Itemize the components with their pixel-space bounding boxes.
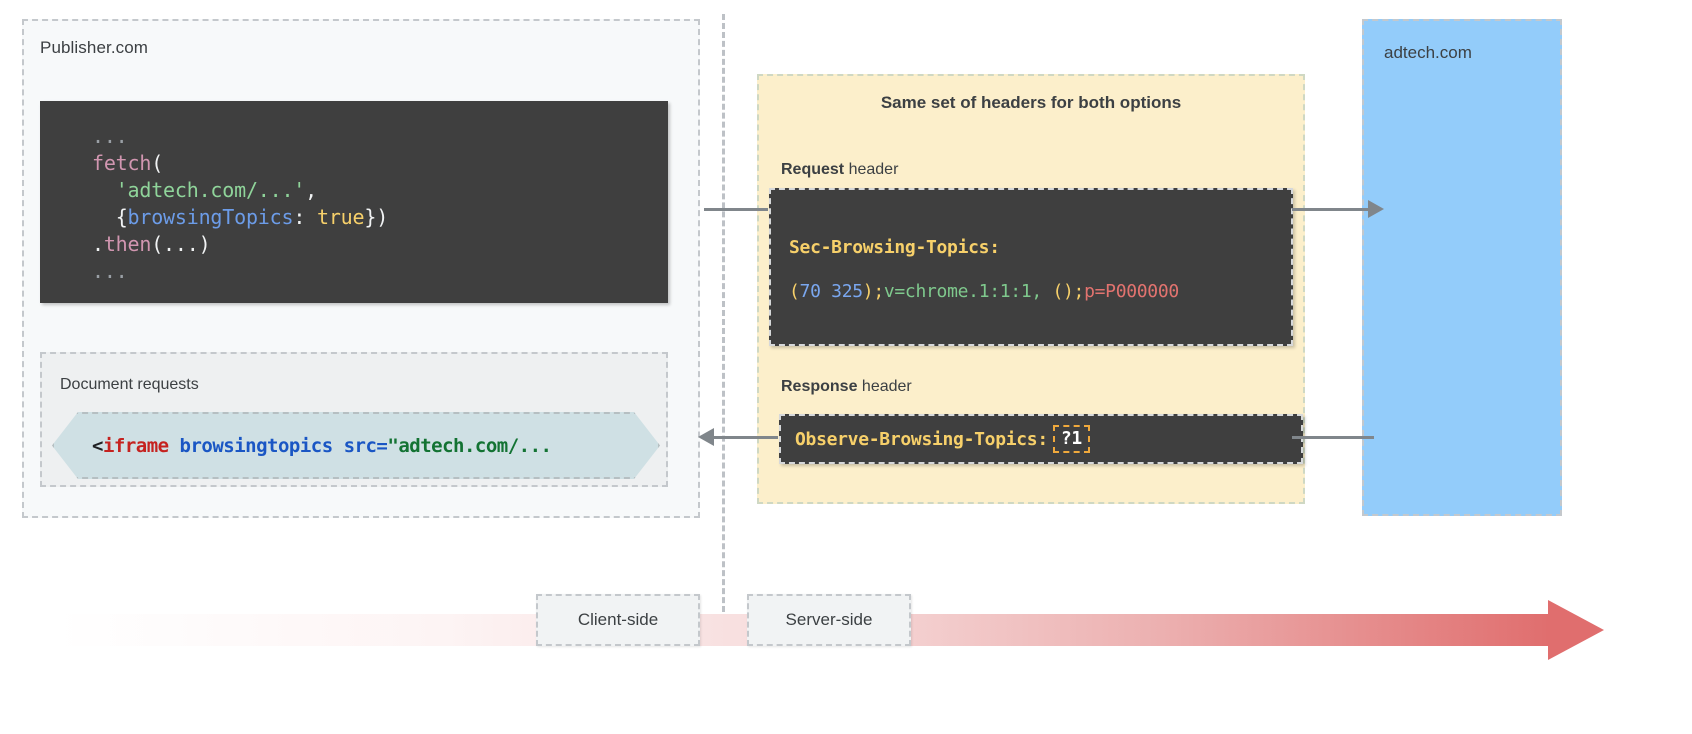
- arrow-right-icon: [1368, 200, 1384, 218]
- publisher-label: Publisher.com: [40, 38, 149, 57]
- code-token: (: [151, 151, 164, 175]
- arrow-left-icon: [698, 428, 714, 446]
- request-connector-left: [704, 208, 768, 211]
- document-requests-label: Document requests: [60, 376, 199, 393]
- request-header-caption: Request header: [781, 161, 898, 179]
- code-token: ();: [1052, 281, 1085, 302]
- code-token: :: [293, 205, 317, 229]
- response-connector-left: [706, 436, 778, 439]
- iframe-snippet-chip: <iframe browsingtopics src="adtech.com/.…: [52, 412, 660, 479]
- observe-topics-value: ?1: [1052, 425, 1090, 453]
- adtech-group: adtech.com: [1362, 19, 1562, 516]
- code-token: );: [862, 281, 884, 302]
- code-token: 'adtech.com/...': [115, 178, 306, 202]
- code-token: fetch: [92, 151, 152, 175]
- code-token: ...: [92, 259, 128, 283]
- code-token: (: [789, 281, 800, 302]
- request-header-name: Sec-Browsing-Topics:: [789, 237, 1000, 258]
- timeline-arrow-icon: [1548, 600, 1604, 660]
- response-connector-right: [1292, 436, 1374, 439]
- request-connector-right: [1292, 208, 1374, 211]
- request-caption-rest: header: [844, 161, 899, 178]
- code-token: {: [115, 205, 128, 229]
- code-token: true: [317, 205, 365, 229]
- document-requests-group: Document requests <iframe browsingtopics…: [40, 352, 668, 487]
- code-token: browsingtopics src=: [168, 434, 388, 457]
- response-header-caption: Response header: [781, 378, 912, 396]
- headers-panel-title: Same set of headers for both options: [880, 93, 1182, 112]
- code-token: iframe: [102, 434, 169, 457]
- client-side-chip: Client-side: [536, 594, 700, 646]
- code-token: browsingTopics: [127, 205, 294, 229]
- code-token: ...: [92, 124, 128, 148]
- response-header-name: Observe-Browsing-Topics:: [795, 428, 1048, 450]
- request-header-box: Sec-Browsing-Topics: (70 325);v=chrome.1…: [769, 188, 1293, 346]
- iframe-snippet-text: <iframe browsingtopics src="adtech.com/.…: [54, 435, 551, 457]
- request-caption-bold: Request: [781, 161, 845, 178]
- adtech-label: adtech.com: [1384, 43, 1472, 62]
- server-side-chip: Server-side: [747, 594, 911, 646]
- client-server-timeline: Client-side Server-side: [56, 594, 1604, 660]
- code-token: ,: [305, 178, 317, 202]
- code-token: then: [103, 232, 152, 256]
- client-server-divider: [722, 14, 725, 630]
- code-token: .: [92, 232, 104, 256]
- code-token: <: [92, 434, 103, 457]
- code-token: p=P000000: [1084, 281, 1179, 302]
- headers-panel: Same set of headers for both options Req…: [757, 74, 1305, 504]
- code-token: v=chrome.1:1:1,: [883, 281, 1053, 302]
- response-caption-rest: header: [857, 378, 912, 395]
- code-token: "adtech.com/...: [387, 434, 552, 457]
- code-token: (...): [151, 232, 211, 256]
- code-token: }): [364, 205, 389, 229]
- response-caption-bold: Response: [781, 378, 858, 395]
- fetch-code-block: ... fetch( 'adtech.com/...', {browsingTo…: [40, 101, 668, 303]
- response-header-box: Observe-Browsing-Topics:?1: [779, 414, 1303, 464]
- code-token: 70 325: [799, 281, 864, 302]
